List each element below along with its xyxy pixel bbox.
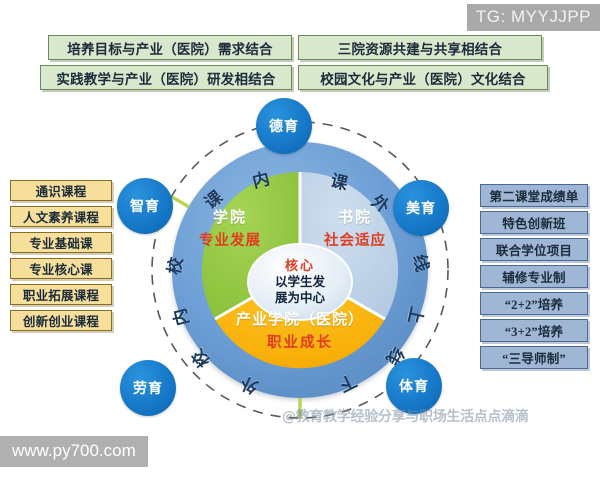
node-laoyu[interactable]: 劳育: [120, 360, 176, 416]
right-box-0: 第二课堂成绩单: [480, 184, 588, 207]
node-zhiyu[interactable]: 智育: [117, 178, 173, 234]
right-box-1: 特色创新班: [480, 211, 588, 234]
right-box-6: “三导师制”: [480, 346, 588, 369]
sector-label-yellow: 产业学院（医院） 职业成长: [225, 308, 375, 352]
tg-watermark-badge: TG: MYYJJPP: [466, 4, 600, 31]
left-box-2: 专业基础课: [10, 232, 112, 253]
sector-yellow-title: 产业学院（医院）: [235, 312, 364, 328]
top-box-0: 培养目标与产业（医院）需求结合: [48, 35, 292, 60]
node-meiyu[interactable]: 美育: [393, 180, 449, 236]
sector-label-green: 学院 专业发展: [175, 206, 285, 250]
core-title: 核心: [284, 258, 315, 273]
site-url-badge: www.py700.com: [0, 436, 148, 467]
right-box-2: 联合学位项目: [480, 238, 588, 261]
core-line-1: 以学生发: [274, 275, 325, 289]
left-box-4: 职业拓展课程: [10, 284, 112, 305]
top-box-1: 三院资源共建与共享相结合: [298, 35, 542, 60]
core-line-2: 展为中心: [274, 290, 325, 305]
sector-green-subtitle: 专业发展: [199, 233, 261, 249]
right-box-4: “2+2”培养: [480, 292, 588, 315]
author-watermark: @教育教学经验分享与职场生活点点滴滴: [282, 409, 529, 425]
sector-label-blue: 书院 社会适应: [300, 206, 410, 250]
sector-green-title: 学院: [212, 210, 247, 226]
sector-blue-title: 书院: [337, 210, 372, 226]
sector-yellow-subtitle: 职业成长: [267, 335, 333, 351]
left-box-3: 专业核心课: [10, 258, 112, 279]
left-box-0: 通识课程: [10, 180, 112, 201]
left-box-5: 创新创业课程: [10, 310, 112, 331]
right-box-3: 辅修专业制: [480, 265, 588, 288]
node-tiyu[interactable]: 体育: [386, 358, 442, 414]
core-label: 核心 以学生发 展为中心: [250, 255, 350, 306]
right-box-5: “3+2”培养: [480, 319, 588, 342]
top-box-2: 实践教学与产业（医院）研发相结合: [40, 65, 292, 90]
sector-blue-subtitle: 社会适应: [324, 233, 386, 249]
node-deyu[interactable]: 德育: [256, 98, 312, 154]
top-box-3: 校园文化与产业（医院）文化结合: [298, 65, 548, 90]
left-box-1: 人文素养课程: [10, 206, 112, 227]
